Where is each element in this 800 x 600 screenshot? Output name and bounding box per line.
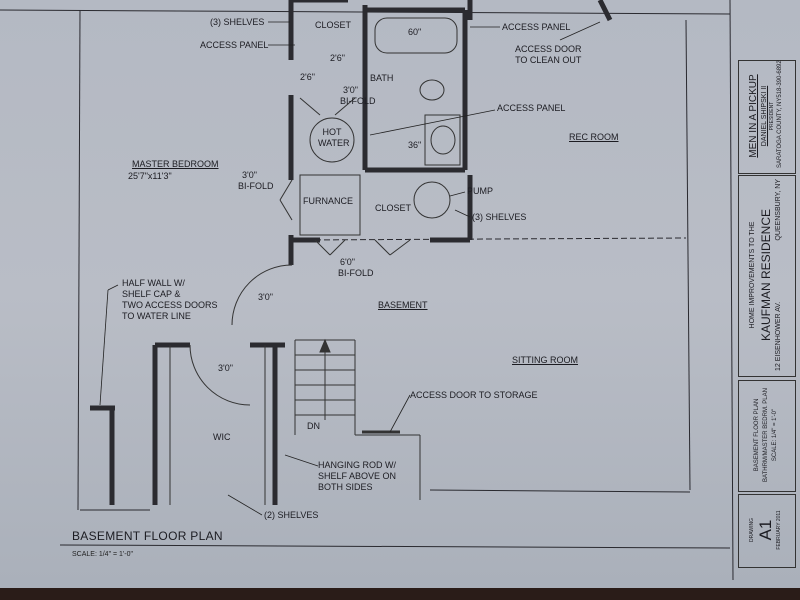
project-info: HOME IMPROVEMENTS TO THE KAUFMAN RESIDEN… [738,175,794,375]
walls [90,0,613,505]
callout-shelves-mid: (3) SHELVES [472,212,527,222]
stair-label-dn: DN [307,421,320,431]
room-label-wic: WIC [213,432,231,442]
toilet [419,79,445,101]
dim-bifold-6: 6'0" [340,257,355,267]
dim-tub: 60" [408,27,422,37]
company-info: MEN IN A PICKUP DANIEL SHIPSKI II PRESID… [738,60,794,172]
dim-bifold-6-sub: BI-FOLD [338,268,374,278]
company-role: PRESIDENT [769,101,775,131]
dim-door-3b: 3'0" [218,363,233,373]
project-name: KAUFMAN RESIDENCE [759,208,773,342]
room-label-master-bedroom: MASTER BEDROOM [132,159,219,169]
sink [430,125,456,155]
company-person: DANIEL SHIPSKI II [761,85,768,147]
project-box [738,175,796,377]
dim-2-6-a: 2'6" [330,53,345,63]
sheet-border-bottom [59,544,731,549]
drawing-title: BASEMENT FLOOR PLAN [72,529,223,543]
dim-bifold-left-sub: BI-FOLD [238,181,274,191]
drawing-scale: SCALE: 1/4" = 1'-0" [72,551,133,558]
room-label-closet-mid: CLOSET [375,203,412,213]
project-city: QUEENSBURY, NY [775,179,782,241]
room-label-rec-room: REC ROOM [569,132,619,142]
leader-lines [99,21,601,516]
room-label-closet: CLOSET [315,20,352,30]
company-phone: 518-390-6892 [777,60,783,98]
callout-shelves-bottom: (2) SHELVES [264,510,319,520]
dim-bifold-left: 3'0" [242,170,257,180]
exterior-wall-right [685,19,691,491]
sheet-description-box [738,380,796,492]
drawing-label: DRAWING [749,518,755,542]
dim-bifold-top-sub: BI-FOLD [340,96,376,106]
room-label-furnace: FURNANCE [303,196,354,206]
vanity [424,114,461,166]
sheet-date: FEBRUARY 2011 [776,510,782,550]
dim-vanity: 36" [408,140,422,150]
sheet-number: A1 [756,519,775,541]
callout-access-panel-left: ACCESS PANEL [200,40,269,50]
callout-shelves-top: (3) SHELVES [210,17,265,27]
room-label-bath: BATH [370,73,394,83]
dim-bifold-top: 3'0" [343,85,358,95]
sheet-number-box [738,494,796,568]
company-name: MEN IN A PICKUP [748,74,759,158]
master-bedroom-size: 25'7"x11'3" [128,171,172,181]
bathtub [374,17,458,54]
title-block-border [729,0,734,581]
callout-half-wall: HALF WALL W/ SHELF CAP & TWO ACCESS DOOR… [122,278,218,321]
sheet-desc-1: BASEMENT FLOOR PLAN [753,398,760,472]
dim-door-3a: 3'0" [258,292,273,302]
furnace [299,174,361,236]
company-box [738,60,796,174]
door-swing [231,264,293,326]
room-label-sitting-room: SITTING ROOM [512,355,578,365]
sheet-description: BASEMENT FLOOR PLAN BATHRM/MASTER BEDRM.… [738,380,794,490]
sheet-scale: SCALE: 1/4" = 1'-0" [771,408,778,462]
pump [413,181,451,219]
callout-pump: PUMP [467,186,494,196]
sheet-desc-2: BATHRM/MASTER BEDRM. PLAN [762,388,769,482]
dim-2-6-b: 2'6" [300,72,315,82]
room-label-basement: BASEMENT [378,300,428,310]
callout-hanging-rod: HANGING ROD W/ SHELF ABOVE ON BOTH SIDES [318,460,397,492]
callout-access-panel-mid: ACCESS PANEL [497,103,566,113]
callout-access-door-cleanout: ACCESS DOOR TO CLEAN OUT [515,44,582,65]
water-heater [309,117,355,163]
project-intro: HOME IMPROVEMENTS TO THE [749,221,756,329]
sheet-number-info: DRAWING A1 FEBRUARY 2011 [738,494,794,566]
exterior-wall-left [77,9,81,511]
room-label-hot-water: HOT WATER [318,127,350,148]
project-address: 12 EISENHOWER AV. [775,301,782,371]
company-county: SARATOGA COUNTY, NY [777,97,783,168]
callout-access-panel-right: ACCESS PANEL [502,22,571,32]
callout-access-storage: ACCESS DOOR TO STORAGE [410,390,538,400]
